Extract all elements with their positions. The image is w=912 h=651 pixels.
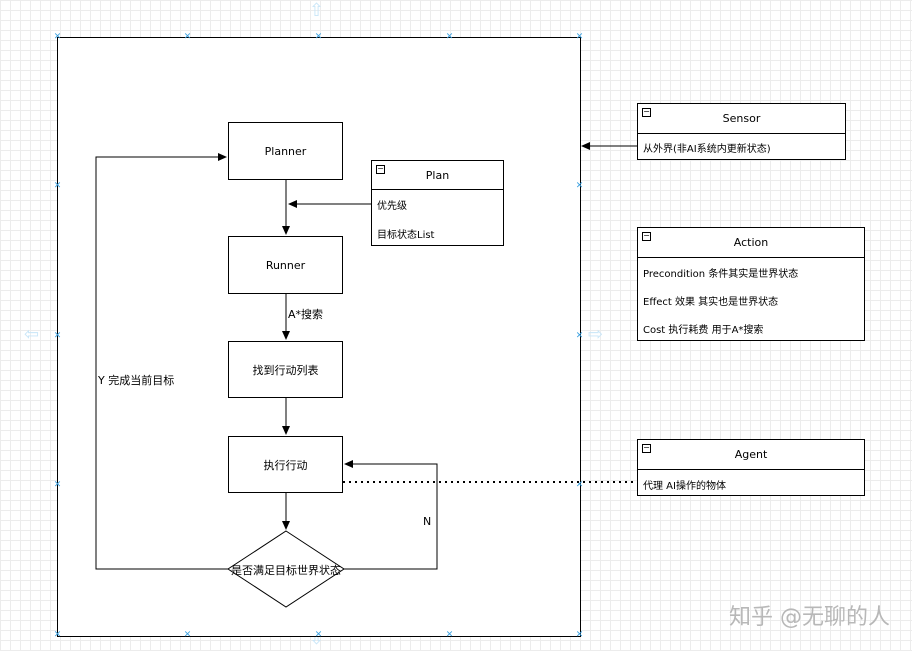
sensor-panel[interactable]: − Sensor 从外界(非AI系统内更新状态) <box>637 103 846 160</box>
collapse-icon[interactable]: − <box>376 164 385 174</box>
action-panel[interactable]: − Action Precondition 条件其实是世界状态 Effect 效… <box>637 227 865 341</box>
handle-icon[interactable]: ✕ <box>183 32 192 42</box>
find-actions-node[interactable]: 找到行动列表 <box>228 341 343 398</box>
handle-icon[interactable]: ✕ <box>575 480 584 490</box>
handle-icon[interactable]: ✕ <box>575 331 584 341</box>
plan-title: Plan <box>425 168 450 182</box>
handle-icon[interactable]: ✕ <box>575 32 584 42</box>
edge-no-loop <box>344 460 438 570</box>
handle-icon[interactable]: ✕ <box>53 480 62 490</box>
decision-label[interactable]: 是否满足目标世界状态 <box>231 564 341 577</box>
plan-panel[interactable]: − Plan 优先级 目标状态List <box>371 160 504 246</box>
handle-icon[interactable]: ✕ <box>314 630 323 640</box>
watermark: 知乎 @无聊的人 <box>729 605 890 630</box>
handle-icon[interactable]: ✕ <box>53 331 62 341</box>
sensor-panel-header[interactable]: − Sensor <box>638 104 845 134</box>
right-hint-arrow-icon: ⇨ <box>588 324 604 345</box>
action-row-precondition: Precondition 条件其实是世界状态 <box>643 269 799 280</box>
handle-icon[interactable]: ✕ <box>445 630 454 640</box>
action-title: Action <box>733 236 769 249</box>
agent-title: Agent <box>734 448 768 461</box>
plan-panel-header[interactable]: − Plan <box>372 161 503 190</box>
decision-diamond <box>227 530 345 608</box>
agent-panel[interactable]: − Agent 代理 AI操作的物体 <box>637 439 865 496</box>
planner-node[interactable]: Planner <box>228 122 343 180</box>
handle-icon[interactable]: ✕ <box>445 32 454 42</box>
left-hint-arrow-icon: ⇦ <box>24 324 40 345</box>
runner-node[interactable]: Runner <box>228 236 343 294</box>
search-edge-label: A*搜索 <box>288 306 324 322</box>
handle-icon[interactable]: ✕ <box>53 181 62 191</box>
plan-row-target-state: 目标状态List <box>377 230 435 241</box>
handle-icon[interactable]: ✕ <box>575 181 584 191</box>
handle-icon[interactable]: ✕ <box>53 32 62 42</box>
sensor-title: Sensor <box>722 112 761 125</box>
plan-row-priority: 优先级 <box>377 201 407 212</box>
handle-icon[interactable]: ✕ <box>53 630 62 640</box>
handle-icon[interactable]: ✕ <box>575 630 584 640</box>
collapse-icon[interactable]: − <box>642 443 651 453</box>
sensor-row-external: 从外界(非AI系统内更新状态) <box>643 144 771 155</box>
no-loop-label: N <box>423 515 432 528</box>
action-row-cost: Cost 执行耗费 用于A*搜索 <box>643 325 764 336</box>
action-row-effect: Effect 效果 其实也是世界状态 <box>643 297 779 308</box>
handle-icon[interactable]: ✕ <box>314 32 323 42</box>
up-hint-arrow-icon: ⇧ <box>309 0 325 21</box>
execute-node[interactable]: 执行行动 <box>228 436 343 493</box>
handle-icon[interactable]: ✕ <box>183 630 192 640</box>
agent-panel-header[interactable]: − Agent <box>638 440 864 470</box>
collapse-icon[interactable]: − <box>642 231 651 241</box>
yes-loop-label: Y 完成当前目标 <box>98 374 175 387</box>
agent-row-description: 代理 AI操作的物体 <box>643 481 726 492</box>
action-panel-header[interactable]: − Action <box>638 228 864 258</box>
edge-yes-loop <box>95 153 228 570</box>
collapse-icon[interactable]: − <box>642 107 651 117</box>
